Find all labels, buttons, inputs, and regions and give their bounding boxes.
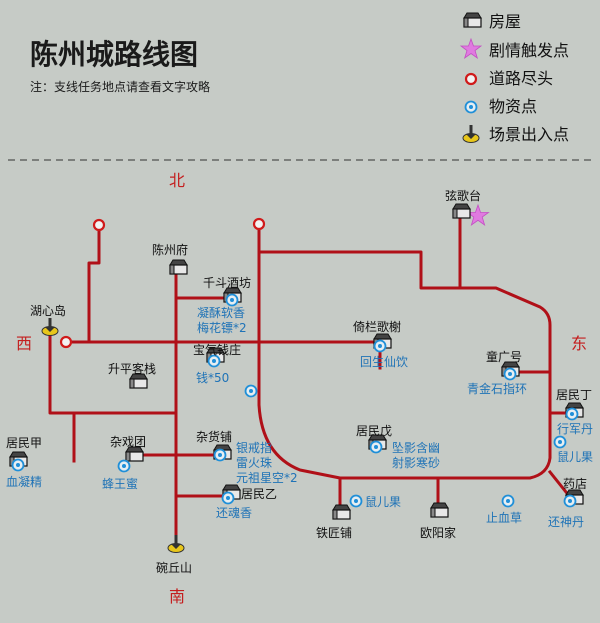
direction-east: 东 bbox=[571, 334, 587, 353]
star-icon bbox=[459, 37, 483, 60]
place-label: 居民丁 bbox=[556, 388, 592, 402]
item-label: 还魂香 bbox=[216, 505, 252, 520]
place-label: 倚栏歌榭 bbox=[353, 319, 401, 334]
item-label: 回生仙饮 bbox=[360, 355, 408, 369]
place-label: 居民戊 bbox=[356, 424, 392, 438]
item-point-icon bbox=[464, 100, 478, 114]
road-end-icon bbox=[252, 217, 266, 231]
item-label: 坠影含幽 bbox=[392, 440, 440, 455]
item-point-icon[interactable] bbox=[565, 407, 579, 421]
item-label: 蜂王蜜 bbox=[102, 476, 138, 491]
item-label: 鼠儿果 bbox=[557, 450, 593, 464]
place-label: 杂货铺 bbox=[196, 429, 232, 444]
place-label: 药店 bbox=[563, 477, 587, 491]
item-point-icon[interactable] bbox=[207, 354, 221, 368]
star-icon[interactable] bbox=[466, 203, 490, 227]
direction-north: 北 bbox=[169, 171, 185, 190]
place-label: 杂戏团 bbox=[110, 435, 146, 449]
legend: 房屋 剧情触发点 道路尽头 物资点 场景出入点 bbox=[459, 12, 569, 144]
place-label: 升平客栈 bbox=[108, 361, 156, 376]
item-label: 血凝精 bbox=[6, 474, 42, 489]
legend-star: 剧情触发点 bbox=[459, 37, 569, 60]
place-label: 铁匠铺 bbox=[316, 526, 352, 540]
direction-south: 南 bbox=[169, 587, 185, 606]
place-label: 碗丘山 bbox=[156, 560, 192, 575]
house-icon[interactable] bbox=[125, 446, 144, 462]
house-icon[interactable] bbox=[430, 502, 449, 518]
item-point-icon[interactable] bbox=[373, 339, 387, 353]
item-label: 止血草 bbox=[486, 511, 522, 525]
item-point-icon[interactable] bbox=[563, 494, 577, 508]
legend-item-point: 物资点 bbox=[464, 97, 537, 116]
scene-exit-icon bbox=[462, 124, 480, 143]
place-label: 陈州府 bbox=[152, 242, 188, 257]
direction-west: 西 bbox=[16, 334, 32, 353]
map-title: 陈州城路线图 bbox=[30, 38, 198, 71]
item-label: 还神丹 bbox=[548, 515, 584, 529]
place-label: 居民甲 bbox=[6, 436, 42, 450]
legend-house: 房屋 bbox=[463, 12, 521, 31]
item-point-icon[interactable] bbox=[221, 491, 235, 505]
place-label: 湖心岛 bbox=[30, 303, 66, 318]
item-point-icon[interactable] bbox=[11, 458, 25, 472]
house-icon[interactable] bbox=[169, 259, 188, 275]
place-label: 宝气钱庄 bbox=[193, 342, 241, 357]
road-end-icon bbox=[59, 335, 73, 349]
house-icon bbox=[463, 12, 482, 28]
place-label: 欧阳家 bbox=[420, 525, 456, 540]
road-end-icon bbox=[92, 218, 106, 232]
item-label: 凝酥软香 bbox=[197, 305, 245, 320]
item-label: 元祖星空*2 bbox=[236, 470, 298, 485]
item-label: 银戒指 bbox=[236, 440, 272, 455]
legend-label: 剧情触发点 bbox=[489, 41, 569, 60]
item-point-icon[interactable] bbox=[213, 448, 227, 462]
item-point-icon[interactable] bbox=[244, 384, 258, 398]
scene-exit-icon[interactable] bbox=[41, 317, 59, 336]
item-point-icon[interactable] bbox=[225, 293, 239, 307]
item-point-icon[interactable] bbox=[501, 494, 515, 508]
legend-scene-exit: 场景出入点 bbox=[462, 124, 569, 144]
item-point-icon[interactable] bbox=[369, 440, 383, 454]
legend-label: 道路尽头 bbox=[489, 69, 553, 88]
legend-label: 物资点 bbox=[489, 97, 537, 116]
roads bbox=[48, 212, 574, 548]
road-end-icon bbox=[464, 72, 478, 86]
place-label: 千斗酒坊 bbox=[203, 275, 251, 290]
item-point-icon[interactable] bbox=[553, 435, 567, 449]
legend-label: 房屋 bbox=[489, 12, 521, 31]
legend-road-end: 道路尽头 bbox=[464, 69, 553, 88]
item-label: 鼠儿果 bbox=[365, 495, 401, 509]
house-icon[interactable] bbox=[332, 504, 351, 520]
item-point-icon[interactable] bbox=[503, 367, 517, 381]
item-label: 青金石指环 bbox=[467, 381, 527, 396]
item-label: 雷火珠 bbox=[236, 456, 272, 470]
item-label: 射影寒砂 bbox=[392, 455, 440, 470]
house-icon[interactable] bbox=[452, 203, 471, 219]
item-point-icon[interactable] bbox=[349, 494, 363, 508]
house-icon[interactable] bbox=[129, 373, 148, 389]
item-label: 梅花镖*2 bbox=[197, 320, 247, 335]
scene-exit-icon[interactable] bbox=[167, 534, 185, 553]
item-label: 行军丹 bbox=[557, 422, 593, 436]
item-label: 钱*50 bbox=[196, 370, 229, 385]
place-label: 弦歌台 bbox=[445, 188, 481, 203]
place-label: 童广号 bbox=[486, 349, 522, 364]
legend-label: 场景出入点 bbox=[489, 125, 569, 144]
map-note: 注：支线任务地点请查看文字攻略 bbox=[30, 79, 210, 94]
place-label: 居民乙 bbox=[241, 487, 277, 501]
item-point-icon[interactable] bbox=[117, 459, 131, 473]
